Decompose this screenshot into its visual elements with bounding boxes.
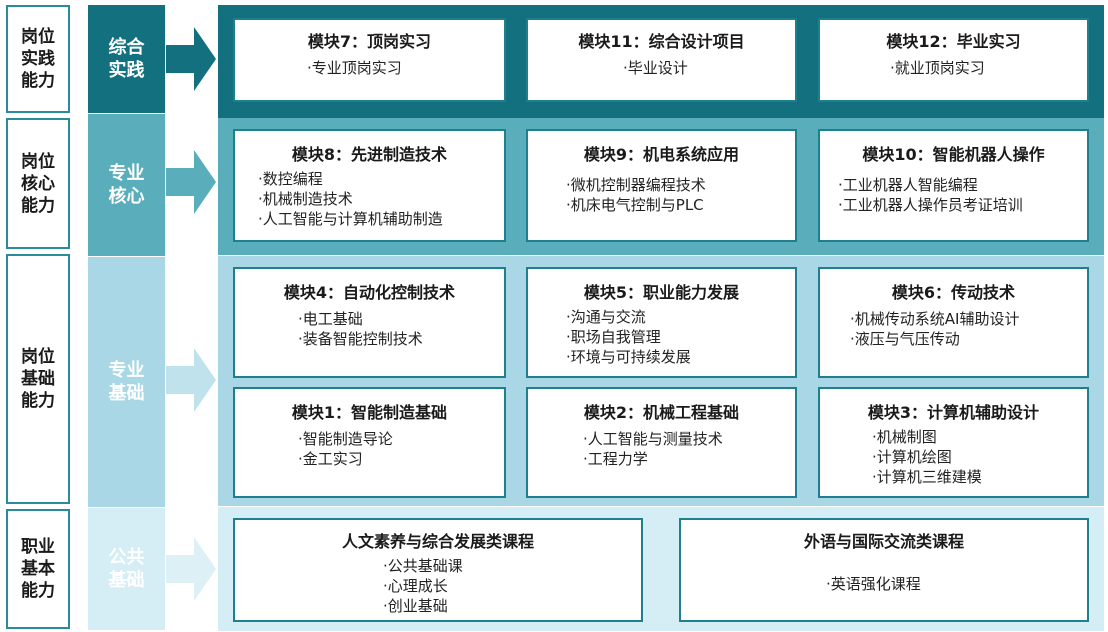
module-card: 模块4：自动化控制技术 ·电工基础 ·装备智能控制技术 — [233, 267, 506, 378]
module-item: ·就业顶岗实习 — [890, 59, 985, 77]
module-item: ·人工智能与测量技术 — [583, 430, 723, 448]
module-title: 模块1：智能制造基础 — [291, 403, 448, 422]
module-title: 模块6：传动技术 — [891, 283, 1016, 302]
module-item: ·计算机绘图 — [872, 448, 952, 466]
module-title: 模块12：毕业实习 — [886, 32, 1021, 51]
module-card: 模块2：机械工程基础 ·人工智能与测量技术 ·工程力学 — [526, 387, 797, 498]
module-item: ·工业机器人智能编程 — [838, 176, 978, 194]
module-item: ·工程力学 — [583, 450, 648, 468]
module-title: 模块2：机械工程基础 — [583, 403, 740, 422]
module-item: ·机械制造技术 — [258, 190, 353, 208]
module-card: 模块12：毕业实习 ·就业顶岗实习 — [818, 18, 1089, 102]
ability-label-practice: 岗位实践能力 — [6, 5, 70, 113]
module-title: 模块10：智能机器人操作 — [862, 145, 1045, 164]
arrow-right-icon — [166, 537, 216, 601]
module-item: ·沟通与交流 — [566, 308, 646, 326]
module-title: 模块4：自动化控制技术 — [283, 283, 456, 302]
ability-label-basic: 职业基本能力 — [6, 509, 70, 629]
module-item: ·装备智能控制技术 — [298, 330, 423, 348]
module-card: 模块10：智能机器人操作 ·工业机器人智能编程 ·工业机器人操作员考证培训 — [818, 129, 1089, 242]
module-card: 模块7：顶岗实习 ·专业顶岗实习 — [233, 18, 506, 102]
course-category-card: 人文素养与综合发展类课程 ·公共基础课 ·心理成长 ·创业基础 — [233, 518, 643, 622]
module-item: ·机械传动系统AI辅助设计 — [850, 310, 1020, 328]
module-title: 模块11：综合设计项目 — [578, 32, 745, 51]
module-title: 模块9：机电系统应用 — [583, 145, 740, 164]
module-card: 模块8：先进制造技术 ·数控编程 ·机械制造技术 ·人工智能与计算机辅助制造 — [233, 129, 506, 242]
module-item: ·数控编程 — [258, 170, 323, 188]
module-item: ·智能制造导论 — [298, 430, 393, 448]
module-card: 模块9：机电系统应用 ·微机控制器编程技术 ·机床电气控制与PLC — [526, 129, 797, 242]
module-item: ·人工智能与计算机辅助制造 — [258, 210, 443, 228]
module-item: ·公共基础课 — [383, 557, 463, 575]
category-professional-core: 专业核心 — [88, 114, 165, 256]
module-item: ·环境与可持续发展 — [566, 348, 691, 366]
module-item: ·机床电气控制与PLC — [566, 196, 704, 214]
category-comprehensive-practice: 综合实践 — [88, 5, 165, 113]
module-card: 模块3：计算机辅助设计 ·机械制图 ·计算机绘图 ·计算机三维建模 — [818, 387, 1089, 498]
module-item: ·英语强化课程 — [826, 575, 921, 593]
module-title: 模块7：顶岗实习 — [307, 32, 432, 51]
module-item: ·微机控制器编程技术 — [566, 176, 706, 194]
module-card: 模块1：智能制造基础 ·智能制造导论 ·金工实习 — [233, 387, 506, 498]
category-public-foundation: 公共基础 — [88, 508, 165, 630]
arrow-right-icon — [166, 27, 216, 91]
module-item: ·计算机三维建模 — [872, 468, 982, 486]
arrow-right-icon — [166, 150, 216, 214]
module-title: 外语与国际交流类课程 — [803, 532, 964, 551]
ability-label-foundation: 岗位基础能力 — [6, 254, 70, 504]
module-title: 模块8：先进制造技术 — [291, 145, 448, 164]
module-item: ·金工实习 — [298, 450, 363, 468]
module-title: 模块5：职业能力发展 — [583, 283, 740, 302]
module-item: ·液压与气压传动 — [850, 330, 960, 348]
arrow-right-icon — [166, 348, 216, 412]
module-card: 模块6：传动技术 ·机械传动系统AI辅助设计 ·液压与气压传动 — [818, 267, 1089, 378]
module-item: ·专业顶岗实习 — [307, 59, 402, 77]
module-title: 模块3：计算机辅助设计 — [867, 403, 1040, 422]
module-item: ·工业机器人操作员考证培训 — [838, 196, 1023, 214]
module-card: 模块11：综合设计项目 ·毕业设计 — [526, 18, 797, 102]
module-title: 人文素养与综合发展类课程 — [341, 532, 534, 551]
module-item: ·心理成长 — [383, 577, 448, 595]
module-item: ·创业基础 — [383, 597, 448, 615]
ability-label-core: 岗位核心能力 — [6, 118, 70, 249]
module-item: ·毕业设计 — [623, 59, 688, 77]
module-card: 模块5：职业能力发展 ·沟通与交流 ·职场自我管理 ·环境与可持续发展 — [526, 267, 797, 378]
category-professional-foundation: 专业基础 — [88, 257, 165, 507]
course-category-card: 外语与国际交流类课程 ·英语强化课程 — [679, 518, 1089, 622]
module-item: ·机械制图 — [872, 428, 937, 446]
module-item: ·职场自我管理 — [566, 328, 661, 346]
module-item: ·电工基础 — [298, 310, 363, 328]
